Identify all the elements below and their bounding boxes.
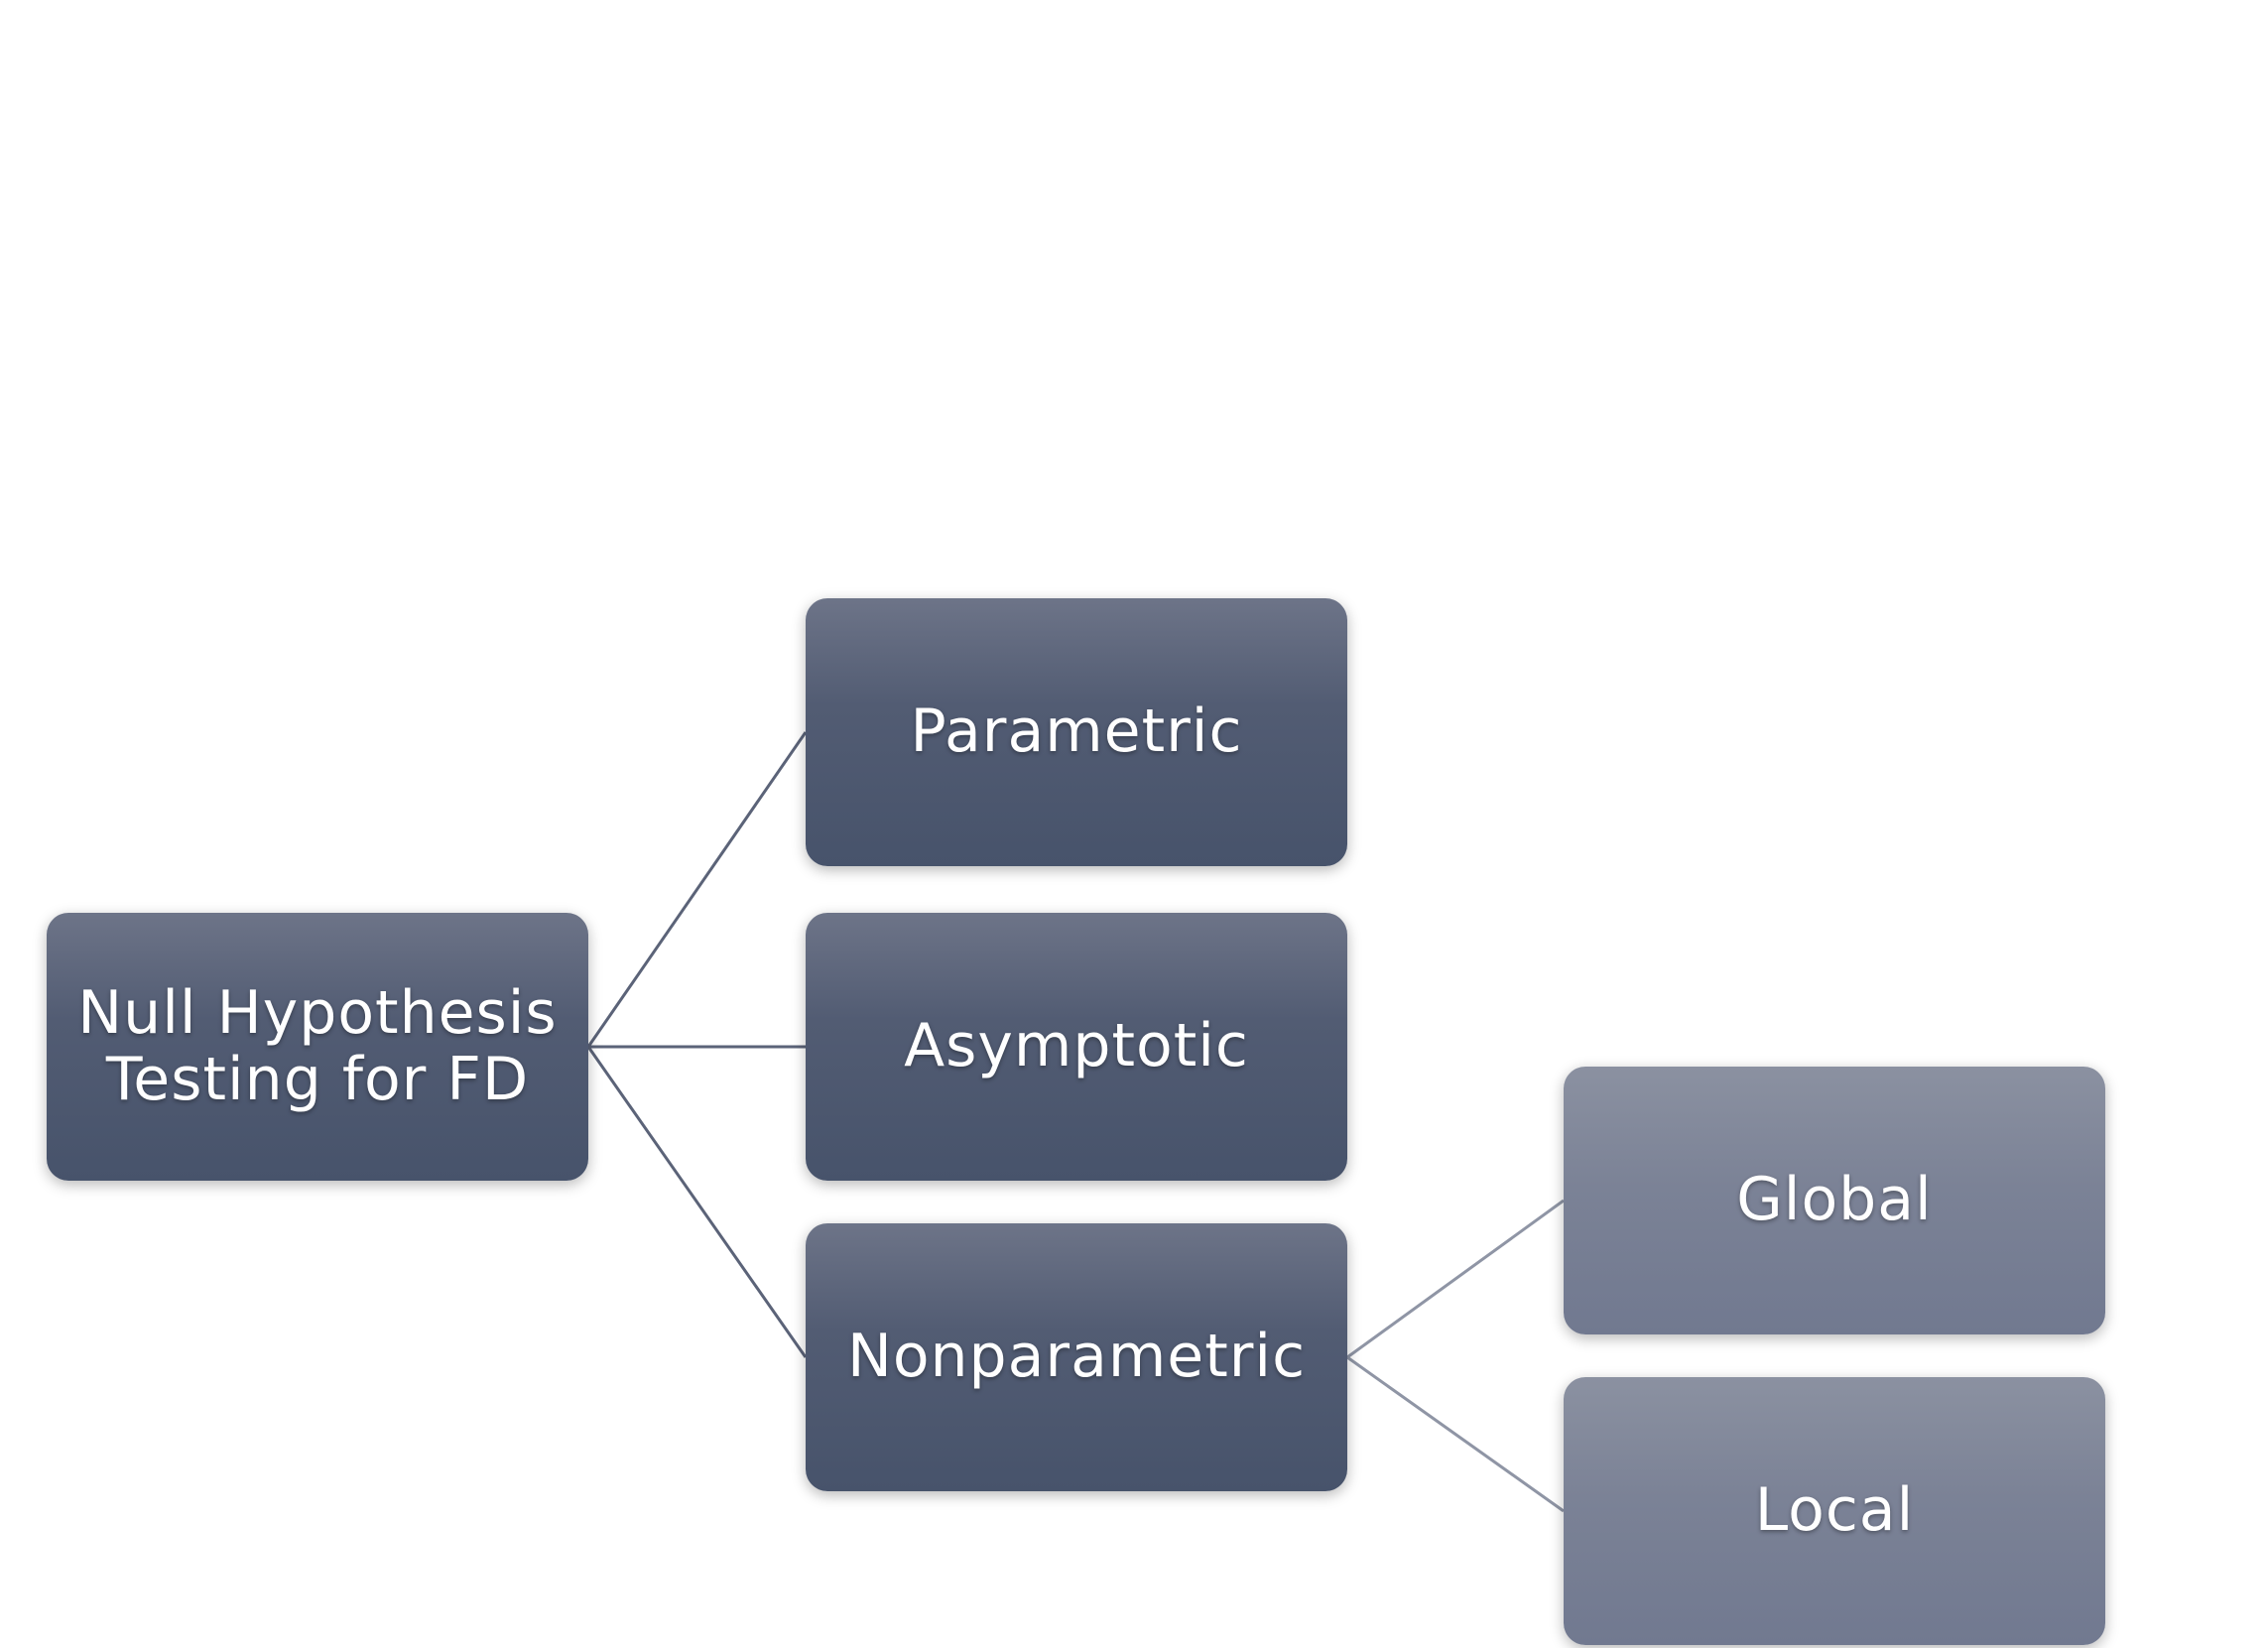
connector-root-nonparametric [586,1046,808,1358]
node-label: Asymptotic [904,1011,1249,1081]
connector-nonparametric-global [1346,1199,1565,1359]
node-label: Nonparametric [846,1322,1307,1392]
node-parametric: Parametric [806,598,1347,866]
connector-nonparametric-local [1346,1355,1565,1513]
node-label: Global [1736,1165,1933,1235]
node-local: Local [1564,1377,2105,1645]
connector-root-parametric [586,731,808,1048]
node-nonparametric: Nonparametric [806,1223,1347,1491]
node-label: Parametric [910,697,1243,767]
node-asymptotic: Asymptotic [806,913,1347,1181]
node-label: Null Hypothesis Testing for FD [77,977,558,1114]
node-global: Global [1564,1067,2105,1334]
node-label: Local [1754,1475,1915,1546]
node-null-hypothesis-testing: Null Hypothesis Testing for FD [47,913,588,1181]
